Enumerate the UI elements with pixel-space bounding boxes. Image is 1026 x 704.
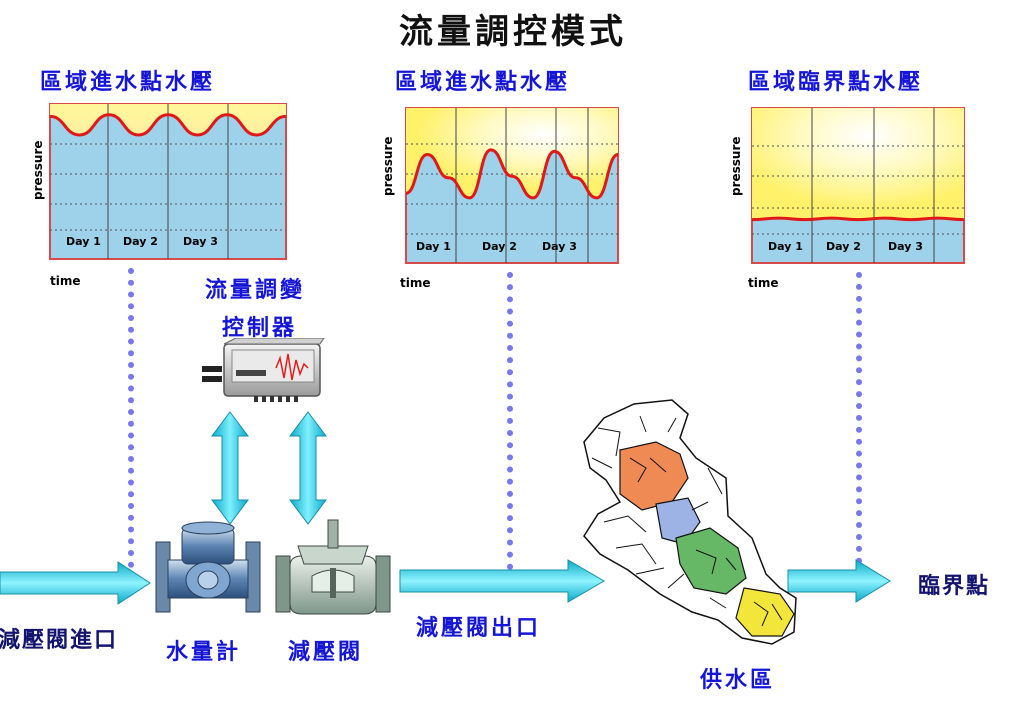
chart-2-ylabel: pressure [381, 136, 395, 196]
outlet-label: 減壓閥出口 [416, 615, 542, 641]
chart-3-ylabel: pressure [729, 136, 743, 196]
water-meter-icon [155, 521, 261, 613]
prv-label: 減壓閥 [288, 639, 364, 665]
chart-3-tick-day2: Day 2 [826, 240, 861, 253]
supply-zone-map [583, 399, 797, 645]
chart-2-tick-day1: Day 1 [416, 240, 451, 253]
inlet-arrow-icon [0, 561, 151, 605]
chart-2-tick-day2: Day 2 [482, 240, 517, 253]
chart-1-tick-day2: Day 2 [123, 235, 158, 248]
controller-label-line2: 控制器 [222, 315, 298, 341]
critical-arrow-icon [787, 559, 891, 603]
chart-3-xlabel: time [748, 276, 779, 290]
inlet-label: 減壓閥進口 [0, 627, 119, 653]
chart-3-area-top [752, 108, 964, 220]
critical-point-label: 臨界點 [918, 573, 991, 599]
chart-2: pressure Day 1 Day 2 Day 3 [378, 106, 628, 276]
chart-2-series-line [405, 148, 619, 200]
double-arrows [211, 411, 327, 525]
chart-3-label: 區域臨界點水壓 [748, 69, 924, 95]
chart-3-tick-day3: Day 3 [888, 240, 923, 253]
chart-1-svg: pressure Day 1 Day 2 Day 3 [31, 103, 287, 260]
dotted-connector-3 [856, 272, 862, 564]
chart-1-label: 區域進水點水壓 [40, 69, 216, 95]
chart-3-tick-day1: Day 1 [768, 240, 803, 253]
chart-3-series-line [751, 216, 965, 222]
chart-3: pressure Day 1 Day 2 Day 3 [726, 106, 976, 276]
chart-2-label: 區域進水點水壓 [395, 69, 571, 95]
diagram-title: 流量調控模式 [399, 12, 627, 52]
updown-arrow-right-icon [289, 411, 327, 525]
chart-1-series-line [49, 113, 287, 137]
chart-1-tick-day3: Day 3 [183, 235, 218, 248]
controller-label-line1: 流量調變 [205, 277, 306, 303]
chart-2-xlabel: time [400, 276, 431, 290]
chart-1-tick-day1: Day 1 [66, 235, 101, 248]
dotted-connector-2 [507, 272, 513, 570]
chart-1: pressure Day 1 Day 2 Day 3 [28, 100, 288, 304]
outlet-arrow-icon [399, 559, 605, 603]
supply-zone-label: 供水區 [700, 667, 776, 693]
chart-1-xlabel: time [50, 274, 81, 288]
chart-2-tick-day3: Day 3 [542, 240, 577, 253]
chart-1-ylabel: pressure [31, 140, 45, 200]
chart-2-svg: pressure Day 1 Day 2 Day 3 [381, 107, 619, 264]
updown-arrow-left-icon [211, 411, 249, 525]
chart-1-area-top [50, 104, 286, 135]
dotted-connector-1 [128, 268, 134, 568]
chart-2-area-top [406, 108, 618, 198]
chart-3-svg: pressure Day 1 Day 2 Day 3 [729, 107, 965, 264]
controller-device-icon [202, 338, 325, 402]
meter-label: 水量計 [166, 639, 242, 665]
pressure-reducing-valve-icon [275, 519, 391, 615]
